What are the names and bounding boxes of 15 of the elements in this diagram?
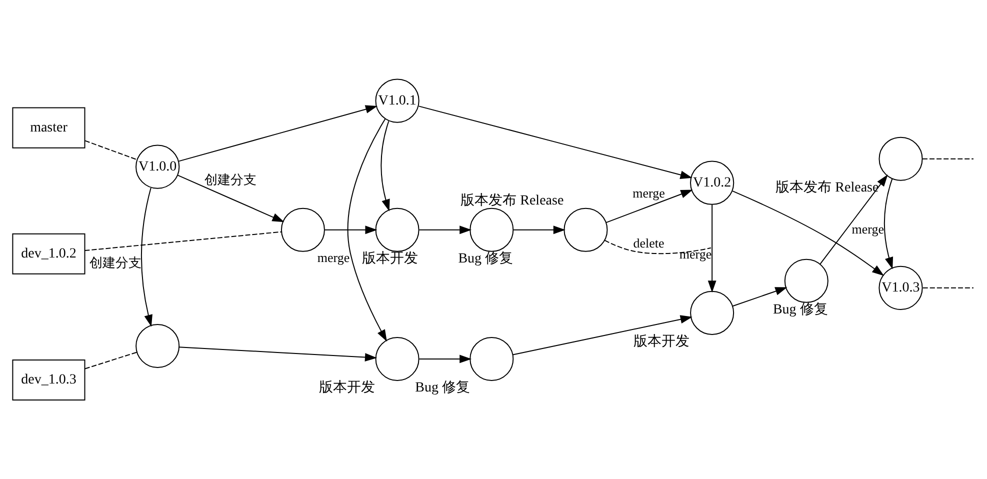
node-label: Bug 修复 xyxy=(772,302,828,318)
node-label: 版本开发 xyxy=(318,380,375,396)
node-label: Bug 修复 xyxy=(415,380,470,396)
edge-label: 创建分支 xyxy=(89,255,142,270)
edge-label: merge xyxy=(679,246,712,262)
edge-label: 创建分支 xyxy=(204,172,256,188)
node-label: 版本开发 xyxy=(362,252,418,267)
node-label: 版本发布 Release xyxy=(460,194,564,209)
node-label: 版本开发 xyxy=(634,334,690,350)
edge-label: merge xyxy=(852,221,884,236)
edge-label: merge xyxy=(317,250,350,265)
node-label: 版本发布 Release xyxy=(776,180,879,196)
node-label: Bug 修复 xyxy=(458,252,514,267)
edge-label: merge xyxy=(632,185,665,200)
edge-label: delete xyxy=(633,235,664,250)
